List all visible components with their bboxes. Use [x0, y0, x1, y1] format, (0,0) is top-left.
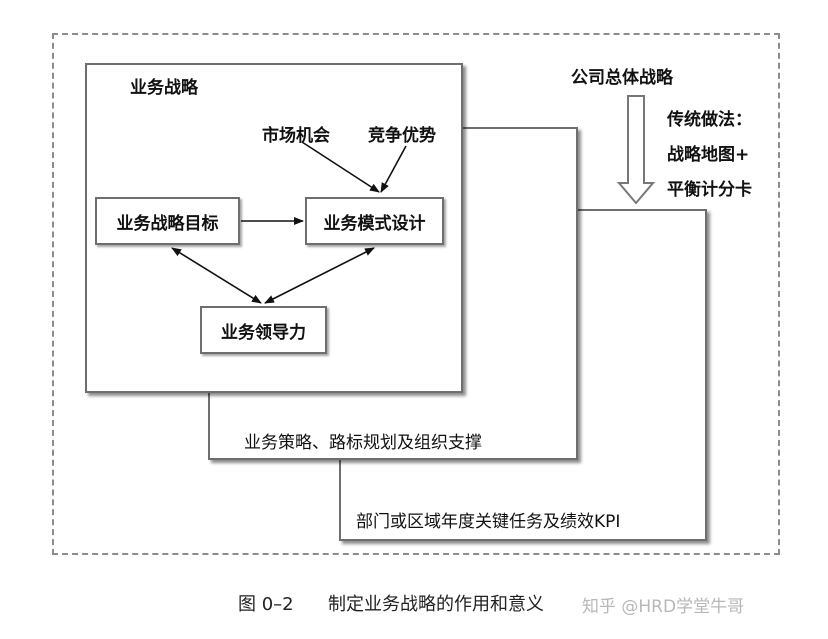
model-box-label: 业务模式设计 — [323, 213, 426, 234]
leadership-box-label: 业务领导力 — [221, 322, 306, 343]
layer-business-strategy-title: 业务战略 — [130, 78, 198, 98]
figure-title: 制定业务战略的作用和意义 — [328, 594, 544, 615]
dashed-frame — [52, 33, 780, 555]
layer-roadmap-label: 业务策略、路标规划及组织支撑 — [244, 433, 482, 453]
method-line-3: 平衡计分卡 — [667, 180, 752, 200]
watermark-text: 知乎 @HRD学堂牛哥 — [582, 597, 745, 617]
competitive-advantage-label: 竞争优势 — [368, 126, 436, 146]
model-leadership-arrow — [264, 247, 375, 304]
model-box: 业务模式设计 — [305, 197, 444, 245]
figure-number: 图 0–2 — [238, 594, 294, 615]
advantage-to-model-arrow — [380, 145, 407, 193]
leadership-box: 业务领导力 — [200, 306, 327, 354]
goal-box: 业务战略目标 — [95, 197, 240, 245]
market-to-model-arrow — [301, 141, 380, 193]
hollow-down-arrow — [616, 95, 656, 205]
layer-kpi-label: 部门或区域年度关键任务及绩效KPI — [356, 512, 621, 532]
market-opportunity-label: 市场机会 — [262, 126, 330, 146]
method-line-1: 传统做法： — [667, 110, 752, 130]
method-line-2: 战略地图+ — [667, 145, 750, 165]
company-strategy-label: 公司总体战略 — [571, 68, 673, 88]
goal-box-label: 业务战略目标 — [116, 213, 219, 234]
goal-leadership-arrow — [171, 247, 262, 304]
